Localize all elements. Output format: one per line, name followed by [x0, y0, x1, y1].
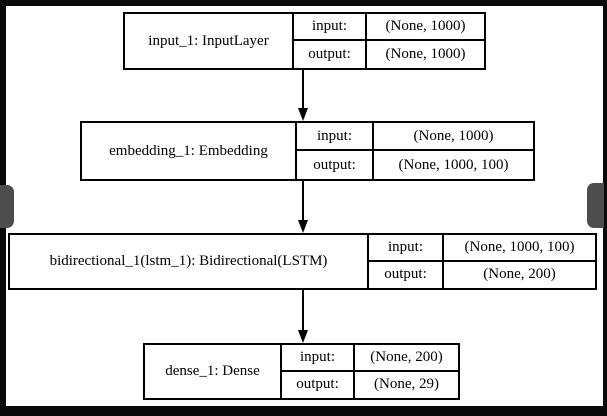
arrowhead-down-icon — [298, 220, 308, 233]
prev-nav-handle[interactable] — [0, 185, 14, 228]
layer-node-embedding-1: embedding_1: Embedding input: output: (N… — [80, 121, 535, 181]
output-row-label: output: — [282, 371, 355, 398]
input-row-label: input: — [294, 14, 367, 41]
layer-name-label: dense_1: Dense — [145, 345, 282, 398]
edge-line — [302, 290, 304, 333]
edge-input-to-embedding — [297, 70, 309, 121]
input-row-label: input: — [282, 345, 355, 372]
input-shape-value: (None, 1000) — [367, 14, 484, 41]
output-row-label: output: — [297, 151, 374, 179]
output-row-label: output: — [294, 41, 367, 68]
layer-name-label: bidirectional_1(lstm_1): Bidirectional(L… — [10, 235, 369, 288]
edge-embedding-to-bidirectional — [297, 181, 309, 233]
layer-node-dense-1: dense_1: Dense input: output: (None, 200… — [143, 343, 460, 400]
input-shape-value: (None, 1000, 100) — [444, 235, 595, 262]
layer-node-input-1: input_1: InputLayer input: output: (None… — [123, 12, 486, 70]
edge-line — [302, 70, 304, 111]
arrowhead-down-icon — [298, 330, 308, 343]
output-shape-value: (None, 1000, 100) — [398, 156, 509, 173]
output-shape-value: (None, 29) — [374, 376, 439, 393]
next-nav-handle[interactable] — [587, 183, 604, 228]
layer-node-bidirectional-1: bidirectional_1(lstm_1): Bidirectional(L… — [8, 233, 597, 290]
output-row-label: output: — [369, 261, 444, 288]
input-row-label: input: — [297, 123, 374, 151]
input-row-label: input: — [369, 235, 444, 262]
edge-line — [302, 181, 304, 223]
output-shape-value: (None, 200) — [483, 266, 556, 283]
edge-bidirectional-to-dense — [297, 290, 309, 343]
layer-name-label: input_1: InputLayer — [125, 14, 294, 68]
arrowhead-down-icon — [298, 108, 308, 121]
layer-name-label: embedding_1: Embedding — [82, 123, 297, 179]
output-shape-value: (None, 1000) — [385, 46, 466, 62]
input-shape-value: (None, 200) — [355, 345, 458, 372]
input-shape-value: (None, 1000) — [374, 123, 533, 151]
